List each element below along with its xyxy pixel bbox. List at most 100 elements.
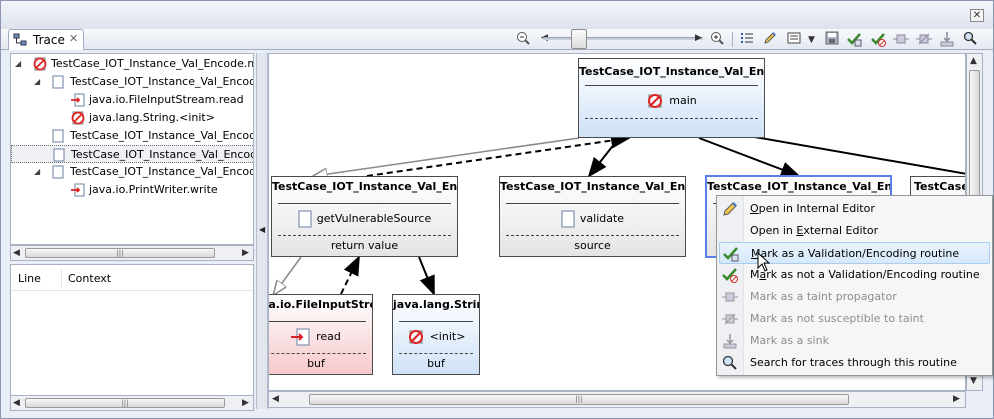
tree-item[interactable]: ◢TestCase_IOT_Instance_Val_Encode (11, 73, 253, 91)
edge-getvulnerablesource-to-fis (274, 256, 302, 294)
column-header-line[interactable]: Line (18, 272, 41, 285)
node-footer-label: buf (307, 357, 325, 370)
node-method-label: <init> (429, 330, 466, 343)
tree-expander-icon[interactable]: ◢ (15, 59, 22, 68)
tree-horizontal-scrollbar[interactable]: ◀ ||| ▶ (10, 245, 254, 261)
not-susceptible-icon (722, 311, 738, 327)
file-icon (53, 148, 65, 162)
mark-not-validation-icon[interactable] (870, 31, 886, 47)
context-horizontal-scrollbar[interactable]: ◀ ||| ▶ (10, 395, 254, 411)
edge-getvulnerablesource-to-main (366, 132, 631, 177)
tree-item[interactable]: java.lang.String.<init> (11, 109, 253, 127)
edge-main-to-selected (698, 137, 801, 178)
scroll-right-arrow-icon[interactable]: ▶ (242, 248, 249, 258)
toolbar-separator (732, 32, 733, 47)
graph-node-string[interactable]: java.lang.String <init> buf (392, 294, 480, 375)
tree-item[interactable]: java.io.FileInputStream.read (11, 91, 253, 109)
view-toolbar (1, 29, 993, 50)
tree-item-label: TestCase_IOT_Instance_Val_Encode (71, 148, 254, 161)
source-arrow-icon (71, 93, 85, 107)
scroll-down-arrow-icon[interactable]: ▼ (970, 376, 977, 386)
scrollbar-thumb[interactable]: ||| (25, 398, 225, 408)
scrollbar-thumb[interactable]: ||| (25, 248, 215, 258)
tree-item[interactable]: java.io.PrintWriter.write (11, 181, 253, 199)
zoom-slider-track[interactable] (543, 37, 703, 40)
not-validation-icon (722, 267, 738, 283)
menu-item[interactable]: Mark as not a Validation/Encoding routin… (719, 264, 990, 286)
zoom-out-icon[interactable] (515, 31, 531, 47)
node-divider (269, 321, 366, 322)
blocked-icon (71, 111, 85, 125)
tree-item[interactable]: TestCase_IOT_Instance_Val_Encode (11, 145, 254, 163)
menu-item[interactable]: Mark as a Validation/Encoding routine (719, 242, 990, 264)
tree-item[interactable]: TestCase_IOT_Instance_Val_Encode (11, 127, 254, 145)
graph-horizontal-scrollbar[interactable]: ◀ ||| ▶ (268, 391, 966, 408)
close-view-button[interactable]: ✕ (970, 9, 984, 22)
zoom-right-arrow-icon[interactable]: ▶ (695, 33, 702, 43)
tab-trace[interactable]: Trace ✕ (8, 29, 84, 50)
scrollbar-thumb[interactable]: ||| (309, 394, 849, 405)
node-title: TestCase_IOT_Instance_Val_Encode (272, 180, 457, 193)
node-footer-label: buf (427, 357, 445, 370)
not-susceptible-icon[interactable] (916, 31, 932, 47)
window-title-strip (1, 1, 993, 29)
tree-item[interactable]: ◢TestCase_IOT_Instance_Val_Encode.m (11, 55, 253, 73)
edge-fis-to-getvulnerablesource (340, 255, 360, 295)
view-menu-icon[interactable] (786, 31, 802, 47)
tree-expander-icon[interactable]: ◢ (34, 167, 41, 176)
pane-splitter[interactable]: ◀ (256, 53, 268, 409)
menu-item[interactable]: Mark as a sink (719, 330, 990, 352)
graph-node-fileinputstream[interactable]: java.io.FileInputStream read buf (269, 294, 373, 375)
node-dashed-divider (585, 118, 758, 119)
zoom-slider-thumb[interactable] (571, 29, 587, 49)
propagator-icon[interactable] (893, 31, 909, 47)
scroll-left-arrow-icon[interactable]: ◀ (272, 394, 279, 404)
graph-node-main[interactable]: TestCase_IOT_Instance_Val_Encode main (578, 58, 765, 138)
propagator-icon (722, 289, 738, 305)
edge-getvulnerablesource-to-string (418, 256, 435, 296)
tab-close-icon[interactable]: ✕ (69, 32, 79, 45)
file-icon (298, 210, 312, 228)
search-icon[interactable] (962, 31, 978, 47)
trace-tree[interactable]: ◢TestCase_IOT_Instance_Val_Encode.m◢Test… (10, 53, 254, 245)
tree-item[interactable]: ◢TestCase_IOT_Instance_Val_Encode (11, 163, 253, 181)
mark-validation-icon[interactable] (846, 31, 862, 47)
graph-node-getvulnerablesource[interactable]: TestCase_IOT_Instance_Val_Encode getVuln… (271, 176, 458, 257)
context-table-header: Line Context (11, 265, 253, 291)
node-dashed-divider (506, 235, 679, 236)
scroll-right-arrow-icon[interactable]: ▶ (242, 398, 249, 408)
sink-icon[interactable] (939, 31, 955, 47)
menu-item[interactable]: Search for traces through this routine (719, 352, 990, 374)
zoom-in-icon[interactable] (709, 31, 725, 47)
edit-pencil-icon[interactable] (762, 31, 778, 47)
collapse-arrow-icon[interactable]: ◀ (259, 225, 266, 234)
node-divider (399, 321, 473, 322)
check-validation-icon (723, 246, 739, 262)
menu-item-label: Open in Internal Editor (750, 202, 875, 215)
graph-edges (269, 132, 965, 391)
node-dashed-divider (269, 353, 366, 354)
graph-node-validate[interactable]: TestCase_IOT_Instance_Val_Encode validat… (499, 176, 686, 257)
tab-label: Trace (33, 33, 65, 47)
menu-item[interactable]: Open in External Editor (719, 220, 990, 242)
dropdown-arrow-icon[interactable]: ▼ (808, 35, 815, 45)
column-header-context[interactable]: Context (68, 272, 112, 285)
node-footer-label: source (574, 239, 611, 252)
save-disk-icon[interactable] (824, 31, 840, 47)
node-method-label: main (669, 94, 697, 107)
menu-item[interactable]: Mark as not susceptible to taint (719, 308, 990, 330)
trace-icon (13, 33, 27, 46)
tree-item-label: java.lang.String.<init> (89, 111, 215, 124)
scroll-left-arrow-icon[interactable]: ◀ (13, 248, 20, 258)
scroll-left-arrow-icon[interactable]: ◀ (13, 398, 20, 408)
scroll-up-arrow-icon[interactable]: ▲ (970, 56, 977, 66)
list-view-icon[interactable] (739, 31, 755, 47)
tree-expander-icon[interactable]: ◢ (34, 77, 41, 86)
node-dashed-divider (399, 353, 473, 354)
menu-item[interactable]: Open in Internal Editor (719, 198, 990, 220)
menu-item-label: Mark as a Validation/Encoding routine (751, 247, 960, 260)
node-title: TestCase_IOT_Instance_Val_Encode (707, 180, 890, 193)
scroll-right-arrow-icon[interactable]: ▶ (953, 394, 960, 404)
menu-item[interactable]: Mark as a taint propagator (719, 286, 990, 308)
tree-item-label: TestCase_IOT_Instance_Val_Encode (70, 129, 254, 142)
